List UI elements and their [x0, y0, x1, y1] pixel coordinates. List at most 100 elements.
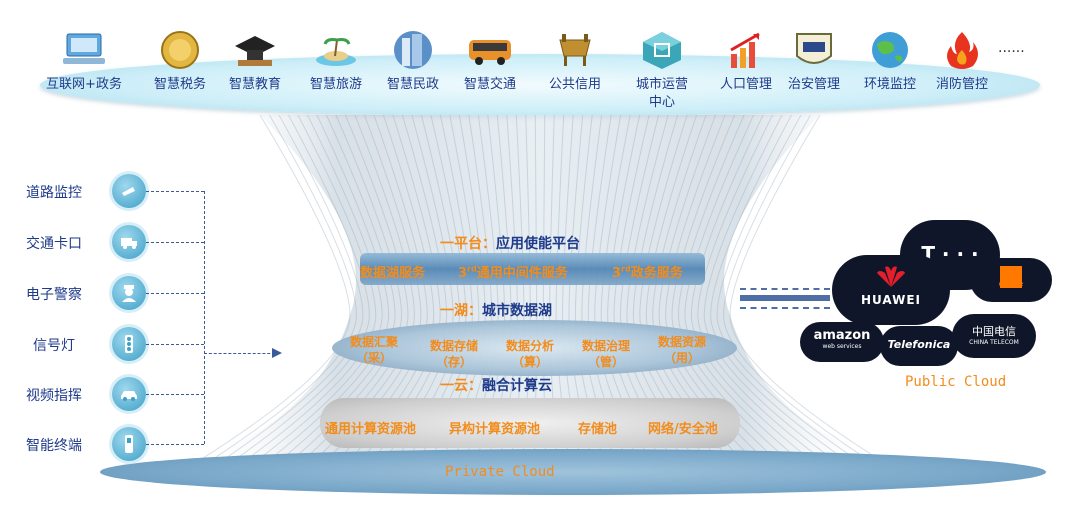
app-public-credit[interactable]: 公共信用	[533, 30, 617, 94]
service-data-lake: 数据湖服务	[360, 266, 426, 281]
left-item-electronic-police[interactable]: 电子警察	[10, 276, 180, 312]
traffic-light-icon	[112, 327, 146, 361]
funnel-streak	[729, 115, 881, 461]
service-middleware: 3rd通用中间件服务	[458, 264, 568, 281]
left-item-signal-light[interactable]: 信号灯	[10, 327, 180, 363]
cloud-telefonica: Telefonica	[880, 326, 958, 366]
funnel-streak	[697, 115, 823, 461]
app-environment-monitoring[interactable]: 环境监控	[848, 30, 932, 94]
lake-disk	[332, 320, 737, 376]
fire-icon	[939, 30, 985, 70]
left-item-label: 道路监控	[26, 185, 82, 201]
left-item-smart-terminal[interactable]: 智能终端	[10, 427, 180, 463]
connector-line	[146, 293, 204, 294]
connector-line	[146, 242, 204, 243]
city-cube-icon	[639, 30, 685, 70]
private-cloud-ellipse	[100, 449, 1046, 495]
cloud-amazon: amazon web services	[800, 322, 884, 362]
app-label: 智慧税务	[153, 77, 206, 92]
connector-to-lake	[204, 353, 280, 354]
left-item-label: 电子警察	[26, 287, 82, 303]
app-label: 智慧旅游	[309, 77, 362, 92]
app-fire-control[interactable]: 消防管控	[920, 30, 1004, 94]
pool-network-security: 网络/安全池	[648, 422, 718, 437]
funnel-streak	[222, 115, 364, 461]
car-icon	[112, 377, 146, 411]
left-item-label: 交通卡口	[26, 236, 82, 252]
road-camera-icon	[112, 174, 146, 208]
app-label: 互联网+政务	[46, 77, 122, 92]
connector-arrow-icon	[272, 348, 282, 358]
app-smart-civil-affairs[interactable]: 智慧民政	[371, 30, 455, 94]
app-label: 智慧民政	[386, 77, 439, 92]
public-cloud-connector	[740, 288, 830, 290]
lake-prefix: 一湖：	[440, 303, 482, 319]
app-population-management[interactable]: 人口管理	[704, 30, 788, 94]
connector-line	[146, 344, 204, 345]
huawei-logo-icon	[877, 266, 905, 287]
bus-icon	[467, 30, 513, 70]
platform-title: 一平台：应用使能平台	[440, 233, 580, 253]
cloud-china-telecom: 中国电信 CHINA TELECOM	[952, 314, 1036, 358]
app-public-security[interactable]: 治安管理	[772, 30, 856, 94]
earth-icon	[867, 30, 913, 70]
lake-title: 一湖：城市数据湖	[440, 300, 552, 320]
cloud-huawei: HUAWEI	[832, 255, 950, 325]
cloud-name: 融合计算云	[482, 378, 552, 394]
lake-segment-govern: 数据治理（管）	[581, 339, 630, 369]
public-cloud-label: Public Cloud	[905, 374, 1007, 390]
funnel-streak	[234, 115, 370, 461]
app-smart-tax[interactable]: 智慧税务	[138, 30, 222, 94]
coin-icon	[157, 30, 203, 70]
app-label: 智慧教育	[228, 77, 281, 92]
platform-bar	[360, 253, 705, 285]
top-application-ellipse	[40, 54, 1040, 116]
funnel-streak	[716, 115, 858, 461]
funnel-streak	[703, 115, 835, 461]
left-item-video-command[interactable]: 视频指挥	[10, 377, 180, 413]
platform-name: 应用使能平台	[496, 236, 580, 252]
funnel-streak	[211, 115, 357, 461]
pool-storage: 存储池	[578, 422, 618, 437]
left-item-traffic-checkpoint[interactable]: 交通卡口	[10, 225, 180, 261]
left-item-label: 视频指挥	[26, 388, 82, 404]
left-item-label: 信号灯	[33, 338, 75, 354]
app-smart-transport[interactable]: 智慧交通	[448, 30, 532, 94]
cloud-prefix: 一云：	[440, 378, 482, 394]
app-label: 消防管控	[935, 77, 988, 92]
more-ellipsis: ......	[998, 40, 1025, 56]
building-icon	[390, 30, 436, 70]
app-internet-gov[interactable]: 互联网+政务	[42, 30, 126, 94]
app-city-operation-center[interactable]: 城市运营中心	[620, 30, 704, 112]
app-label: 公共信用	[548, 77, 601, 92]
left-item-road-monitoring[interactable]: 道路监控	[10, 174, 180, 210]
cloud-orange: orange	[970, 258, 1052, 302]
funnel-streak	[690, 115, 812, 461]
pool-general-compute: 通用计算资源池	[325, 422, 417, 437]
public-cloud-bar	[740, 295, 830, 301]
app-smart-education[interactable]: 智慧教育	[213, 30, 297, 94]
handheld-terminal-icon	[112, 427, 146, 461]
public-cloud-connector	[740, 307, 830, 309]
truck-icon	[112, 225, 146, 259]
funnel-streak	[684, 115, 800, 461]
app-smart-tourism[interactable]: 智慧旅游	[294, 30, 378, 94]
lake-segment-use: 数据资源（用）	[657, 335, 706, 365]
compute-cloud-bar	[320, 398, 740, 448]
bronze-vessel-icon	[552, 30, 598, 70]
graduation-cap-icon	[232, 30, 278, 70]
funnel-streak	[245, 115, 377, 461]
connector-line	[146, 394, 204, 395]
platform-prefix: 一平台：	[440, 236, 496, 252]
connector-line	[146, 444, 204, 445]
pool-heterogeneous-compute: 异构计算资源池	[449, 422, 541, 437]
cloud-title: 一云：融合计算云	[440, 375, 552, 395]
computer-icon	[61, 30, 107, 70]
connector-trunk	[204, 191, 205, 444]
private-cloud-label: Private Cloud	[445, 464, 555, 480]
lake-segment-collect: 数据汇聚（采）	[349, 335, 398, 365]
service-gov: 3rd政务服务	[612, 264, 683, 281]
police-badge-icon	[791, 30, 837, 70]
lake-segment-analyze: 数据分析（算）	[505, 339, 554, 369]
connector-line	[146, 191, 204, 192]
